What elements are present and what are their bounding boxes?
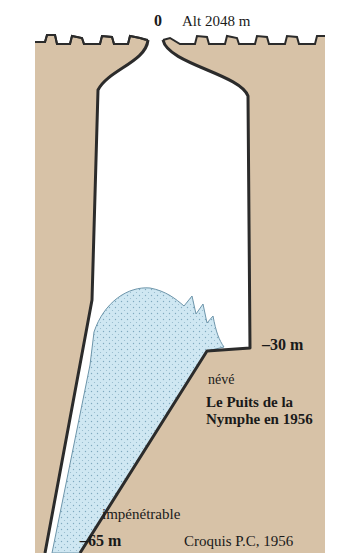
shaft-wall (45, 40, 148, 553)
depth-label: 0 (154, 12, 162, 30)
ground-surface (35, 35, 148, 44)
figure-title: Le Puits de la Nymphe en 1956 (206, 394, 320, 429)
depth-label: Alt 2048 m (182, 13, 250, 30)
neve-ice (52, 288, 224, 553)
ground-surface (163, 36, 325, 44)
depth-label: –65 m (80, 532, 121, 550)
depth-label: névé (208, 372, 234, 388)
shaft-void (45, 40, 250, 553)
depth-label: –30 m (262, 336, 303, 354)
rock-mass (35, 35, 325, 553)
depth-label: impénétrable (102, 506, 180, 523)
sketch-credit: Croquis P.C, 1956 (184, 533, 293, 550)
shaft-wall (80, 40, 250, 553)
